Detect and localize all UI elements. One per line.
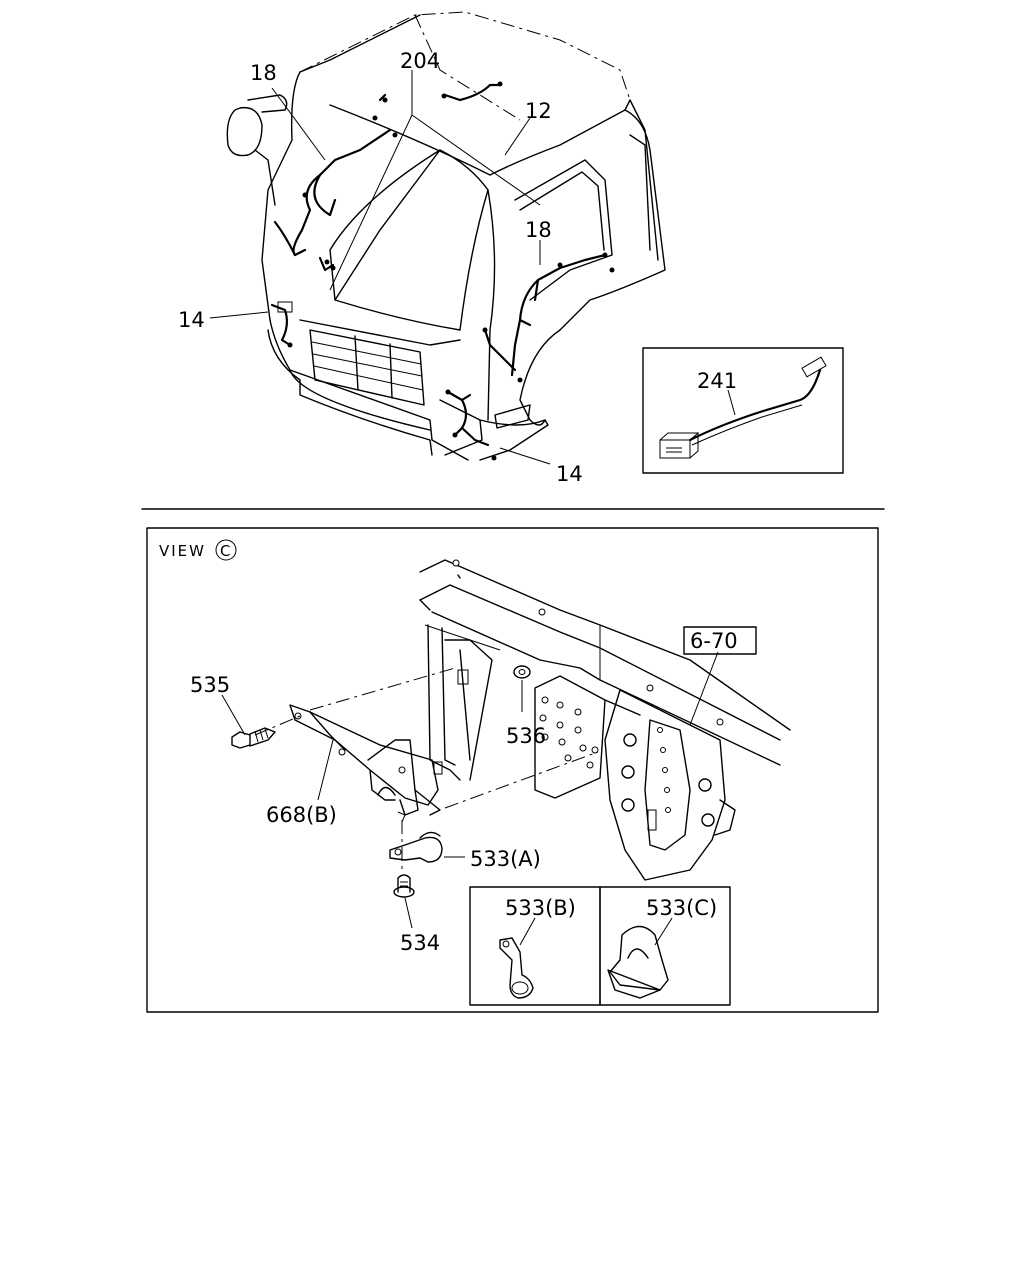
label-14-left: 14 — [178, 308, 205, 332]
plate-holes — [539, 696, 599, 769]
label-533c: 533(C) — [646, 896, 717, 920]
label-18-left: 18 — [250, 61, 277, 85]
top-callout-labels: 18 204 12 18 14 14 — [178, 49, 583, 486]
label-533a: 533(A) — [470, 847, 541, 871]
view-c-title: VIEW C — [159, 539, 237, 561]
label-14-right: 14 — [556, 462, 583, 486]
label-204: 204 — [400, 49, 440, 73]
inset-box-533c — [599, 886, 731, 1006]
label-6-70: 6-70 — [690, 629, 738, 653]
bottom-callout-labels: 6-70 535 536 668(B) 533(A) 534 533(B) 53… — [190, 626, 757, 955]
view-label: VIEW — [159, 542, 206, 560]
frame-rail — [419, 559, 791, 881]
label-535: 535 — [190, 673, 230, 697]
ref-box-6-70 — [683, 626, 757, 655]
nut-536 — [513, 665, 531, 679]
screw-534 — [393, 874, 415, 898]
bottom-callout-leaders — [221, 651, 719, 929]
bracket-668b — [289, 704, 441, 823]
label-12: 12 — [525, 99, 552, 123]
view-c-frame — [146, 527, 879, 1013]
label-241: 241 — [697, 369, 737, 393]
top-callout-leaders — [209, 70, 551, 465]
clip-533a — [389, 831, 443, 863]
truck-cab-illustration — [226, 11, 666, 461]
assembly-lines — [254, 667, 599, 870]
inset-box-241: 241 — [642, 347, 844, 474]
label-534: 534 — [400, 931, 440, 955]
label-536: 536 — [506, 724, 546, 748]
label-668b: 668(B) — [266, 803, 337, 827]
label-533b: 533(B) — [505, 896, 576, 920]
view-letter-circle — [215, 539, 237, 561]
view-letter: C — [220, 542, 232, 560]
bolt-535 — [231, 727, 276, 749]
label-18-right: 18 — [525, 218, 552, 242]
